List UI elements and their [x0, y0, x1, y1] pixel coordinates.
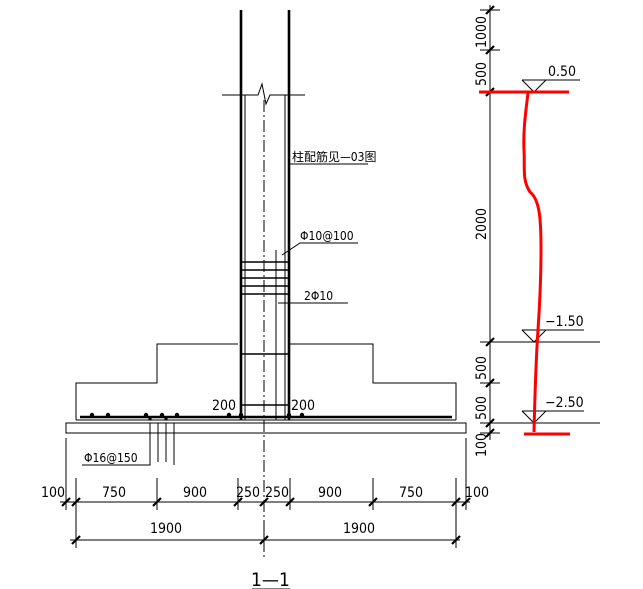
section-title: 1—1: [251, 569, 290, 589]
vdim-4: 500: [474, 356, 490, 380]
dim-seg-4: 250: [236, 485, 260, 501]
vdim-1: 1000: [474, 16, 490, 48]
total-dimension-chain: [70, 510, 461, 548]
elevation-top: 0.50: [548, 64, 576, 80]
dim-seg-3: 900: [183, 485, 207, 501]
foundation-outline: [75, 343, 457, 421]
stirrups: [241, 250, 289, 420]
dim-total-left: 1900: [150, 521, 182, 537]
dim-seg-8: 100: [465, 485, 489, 501]
base-rebar-label: Φ16@150: [84, 451, 138, 465]
stirrup-spec-label: Φ10@100: [300, 229, 354, 243]
vdim-3: 2000: [474, 208, 490, 240]
elevation-markers: [521, 79, 584, 424]
dim-200-left: 200: [212, 398, 236, 414]
bottom-dimension-chain: [60, 438, 471, 510]
dim-seg-2: 750: [102, 485, 126, 501]
dim-200-right: 200: [291, 398, 315, 414]
dim-seg-6: 900: [318, 485, 342, 501]
leaders: [82, 160, 368, 466]
vdim-5: 500: [474, 396, 490, 420]
elevation-bottom: −2.50: [545, 395, 584, 411]
vdim-6: 100: [474, 433, 490, 457]
column: [222, 10, 305, 420]
bar-spec-label: 2Φ10: [304, 289, 333, 303]
vdim-2: 500: [474, 62, 490, 86]
column-rebar-note: 柱配筋见—03图: [292, 149, 377, 164]
blinding-layer: [65, 422, 467, 434]
dim-seg-7: 750: [399, 485, 423, 501]
dim-seg-5: 250: [265, 485, 289, 501]
dim-total-right: 1900: [343, 521, 375, 537]
dim-seg-1: 100: [41, 485, 65, 501]
elevation-mid: −1.50: [545, 314, 584, 330]
red-markup: [479, 90, 570, 436]
bottom-rebar: [80, 412, 452, 421]
